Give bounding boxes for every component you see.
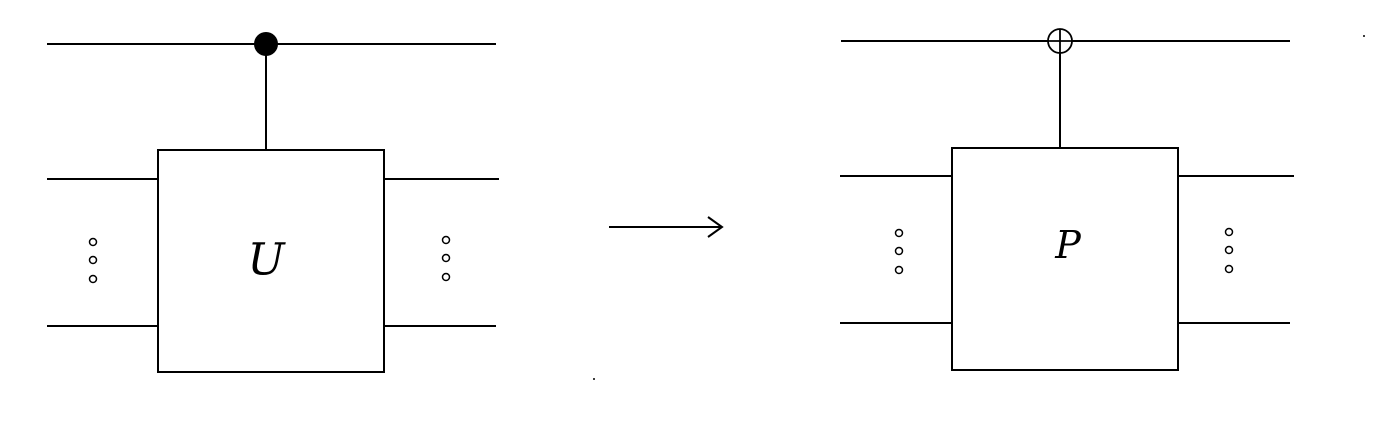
right-output-ellipsis [1224, 227, 1234, 274]
transform-arrow [609, 216, 724, 238]
left-circuit [47, 32, 499, 373]
right-circuit [840, 28, 1294, 371]
right-gate-box [951, 147, 1179, 371]
left-control-dot [254, 32, 278, 56]
left-input-ellipsis [88, 237, 98, 284]
right-input-ellipsis [894, 228, 904, 275]
arrow-head [707, 216, 724, 238]
left-gate-box [157, 149, 385, 373]
stray-dot [1363, 35, 1365, 37]
right-gate-label: P [1054, 223, 1082, 267]
right-oplus-control [1047, 28, 1073, 54]
left-gate-label: U [247, 235, 286, 286]
stray-dot [593, 378, 595, 380]
left-output-ellipsis [441, 235, 451, 282]
